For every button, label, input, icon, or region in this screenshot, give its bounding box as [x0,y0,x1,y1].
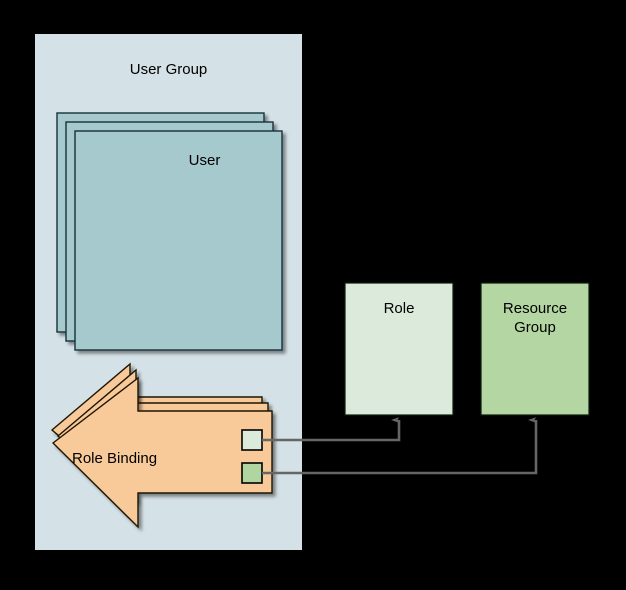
resource-group-port-swatch[interactable] [241,462,263,484]
role-box[interactable] [344,282,454,416]
connector-role-binding-to-role[interactable] [262,417,401,442]
role-port-swatch[interactable] [241,429,263,451]
role-binding-stack[interactable] [50,362,273,529]
resource-group-box[interactable] [480,282,590,416]
role-binding-arrow-front[interactable] [51,376,273,529]
user-stack[interactable] [56,112,283,351]
connector-role-binding-to-resource-group[interactable] [262,417,538,475]
user-card-front[interactable] [74,130,283,351]
